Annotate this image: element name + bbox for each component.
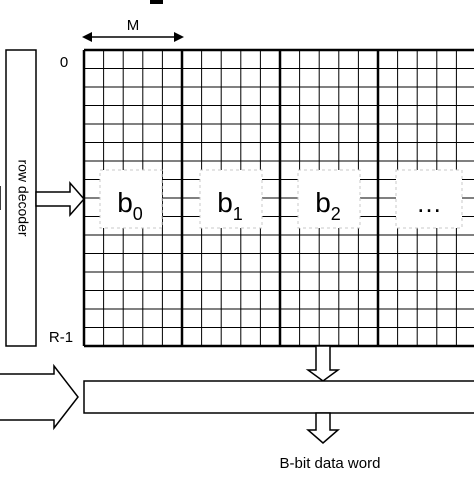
block-b1-base: b [217, 187, 233, 218]
cropped-heading-fragment [150, 0, 163, 4]
block-ellipsis-text: … [416, 188, 442, 218]
block-ellipsis: … [395, 169, 463, 229]
svg-text:b1: b1 [217, 187, 243, 224]
block-b0-sub: 0 [133, 204, 143, 224]
row-decoder-label: row decoder [15, 159, 31, 236]
row-first-label: 0 [60, 54, 68, 71]
block-b0: b0 [99, 169, 163, 229]
block-b2-base: b [315, 187, 331, 218]
column-select-arrow [0, 363, 79, 431]
svg-text:b2: b2 [315, 187, 341, 224]
block-b1: b1 [199, 169, 263, 229]
svg-text:b0: b0 [117, 187, 143, 224]
array-to-mux-arrow [305, 345, 341, 382]
column-width-label: M [127, 17, 140, 34]
decoder-to-array-arrow [35, 181, 85, 217]
row-decoder-box [5, 49, 37, 347]
mux-to-output-arrow [305, 412, 341, 444]
row-last-label: R-1 [49, 329, 73, 346]
data-blocks: b0 b1 b2 … [99, 169, 463, 229]
output-label: B-bit data word [280, 455, 381, 472]
block-b0-base: b [117, 187, 133, 218]
block-b2-sub: 2 [331, 204, 341, 224]
column-mux-box [83, 380, 474, 414]
block-b1-sub: 1 [233, 204, 243, 224]
block-b2: b2 [297, 169, 361, 229]
